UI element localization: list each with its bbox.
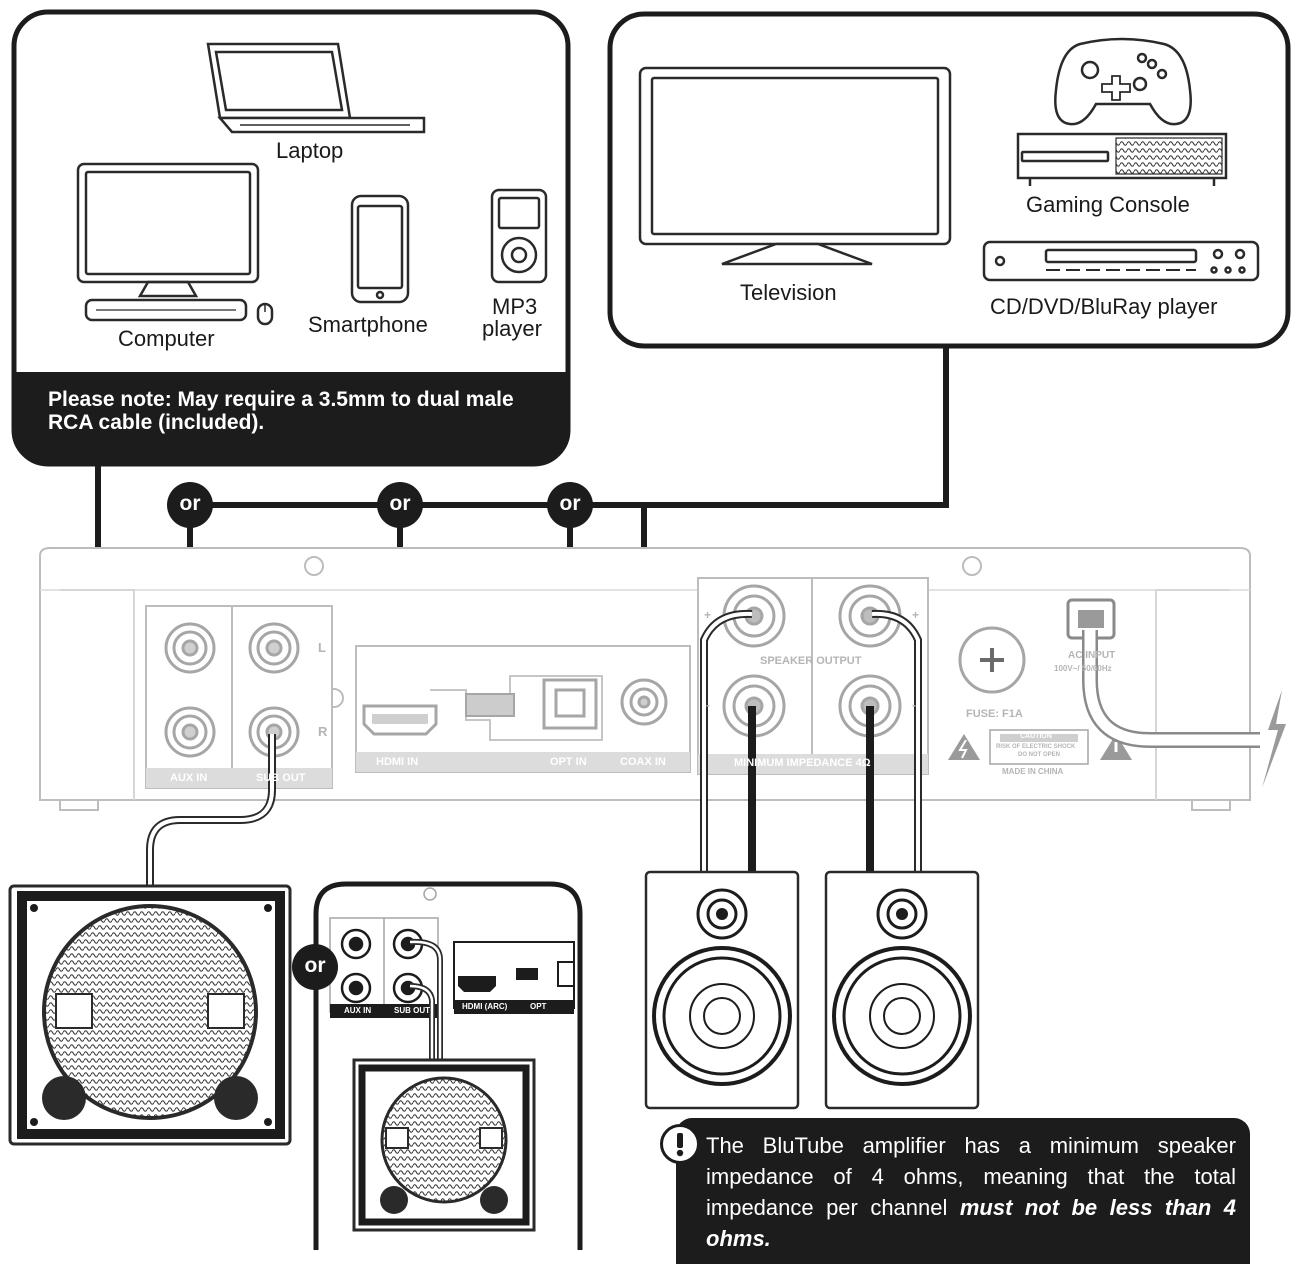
inset-hdmi-label: HDMI (ARC) xyxy=(462,1002,508,1011)
gaming-console-icon xyxy=(1016,132,1228,186)
opt-in-label: OPT IN xyxy=(550,756,587,768)
channel-left-label: L xyxy=(318,640,326,655)
minimum-impedance-label: MINIMUM IMPEDANCE 4Ω xyxy=(734,757,871,769)
impedance-warning-body: The BluTube amplifier has a minimum spea… xyxy=(706,1133,1236,1220)
source-devices-box xyxy=(11,9,571,467)
power-cable xyxy=(1082,630,1260,748)
or-badge-optical: or xyxy=(547,482,593,528)
disc-player-label: CD/DVD/BluRay player xyxy=(990,294,1218,319)
television-label: Television xyxy=(740,280,837,305)
caution-detail-2: DO NOT OPEN xyxy=(1018,752,1061,758)
speaker-l-minus-sign: - xyxy=(912,698,916,712)
speaker-right xyxy=(644,870,800,1110)
speaker-output-label: SPEAKER OUTPUT xyxy=(760,655,862,667)
inset-aux-r-jack xyxy=(340,972,372,1004)
hdmi-in-label: HDMI IN xyxy=(376,756,419,768)
subwoofer-small xyxy=(352,1058,536,1232)
impedance-warning-text: The BluTube amplifier has a minimum spea… xyxy=(706,1130,1236,1254)
shock-warning-icon xyxy=(948,734,980,760)
inset-sub-out-label: SUB OUT xyxy=(394,1006,430,1015)
caution-title: CAUTION xyxy=(1020,733,1052,740)
subwoofer-cable xyxy=(146,734,276,888)
aux-in-r-jack xyxy=(164,706,216,758)
disc-player-icon xyxy=(982,240,1260,282)
exclamation-warning-icon xyxy=(1100,734,1132,760)
electricity-bolt-icon xyxy=(1262,690,1286,788)
aux-sub-module xyxy=(145,605,333,789)
aux-in-label: AUX IN xyxy=(170,772,208,784)
or-badge-hdmi: or xyxy=(377,482,423,528)
ac-input-label: AC INPUT xyxy=(1068,650,1116,661)
cable-note-box: Please note: May require a 3.5mm to dual… xyxy=(14,372,568,464)
mp3-player-label: MP3 player xyxy=(482,294,542,340)
cable-note-text: Please note: May require a 3.5mm to dual… xyxy=(48,388,514,434)
inset-sub-cables xyxy=(409,938,443,1060)
speaker-output-module xyxy=(697,577,929,775)
caution-detail-1: RISK OF ELECTRIC SHOCK xyxy=(996,744,1076,750)
smartphone-label: Smartphone xyxy=(308,312,428,337)
coax-in-label: COAX IN xyxy=(620,756,666,768)
laptop-icon xyxy=(206,42,426,134)
inset-aux-l-jack xyxy=(340,928,372,960)
exclamation-glyph xyxy=(676,1133,684,1157)
mp3-player-icon xyxy=(490,188,548,284)
speaker-left xyxy=(824,870,980,1110)
exclamation-icon xyxy=(660,1124,700,1164)
speaker-r-plus-sign: + xyxy=(704,608,712,622)
optical-in-port xyxy=(542,678,598,730)
or-badge-sub-alternate: or xyxy=(292,944,338,990)
inset-opt-label: OPT xyxy=(530,1002,547,1011)
mp3-player-label-line1: MP3 xyxy=(492,294,538,319)
computer-icon xyxy=(76,162,274,326)
speaker-r-minus-sign: - xyxy=(706,698,710,712)
speaker-wires xyxy=(700,609,922,880)
smartphone-icon xyxy=(350,194,410,304)
game-controller-icon xyxy=(1054,37,1192,126)
or-badge-aux: or xyxy=(167,482,213,528)
television-icon xyxy=(638,66,952,266)
mp3-player-label-line2: player xyxy=(482,316,542,341)
ac-rating-label: 100V~/ 50/60Hz xyxy=(1054,664,1112,673)
sub-out-label: SUB OUT xyxy=(256,772,306,784)
made-in-label: MADE IN CHINA xyxy=(1002,767,1064,776)
aux-in-l-jack xyxy=(164,622,216,674)
hdmi-in-port xyxy=(362,704,438,736)
impedance-warning-emphasis: must not be less than 4 ohms. xyxy=(706,1195,1236,1251)
impedance-warning-box: The BluTube amplifier has a minimum spea… xyxy=(676,1118,1250,1264)
fuse-label: FUSE: F1A xyxy=(966,708,1023,720)
caution-label xyxy=(989,729,1089,765)
speaker-l-plus-sign: + xyxy=(912,608,920,622)
coax-in-port xyxy=(620,678,668,726)
laptop-label: Laptop xyxy=(276,138,344,163)
gaming-console-label: Gaming Console xyxy=(1026,192,1190,217)
fuse-holder xyxy=(958,626,1026,694)
subwoofer-large xyxy=(8,884,292,1146)
computer-label: Computer xyxy=(118,326,215,351)
inset-aux-in-label: AUX IN xyxy=(344,1006,372,1015)
channel-right-label: R xyxy=(318,724,328,739)
sub-out-l-jack xyxy=(248,622,300,674)
